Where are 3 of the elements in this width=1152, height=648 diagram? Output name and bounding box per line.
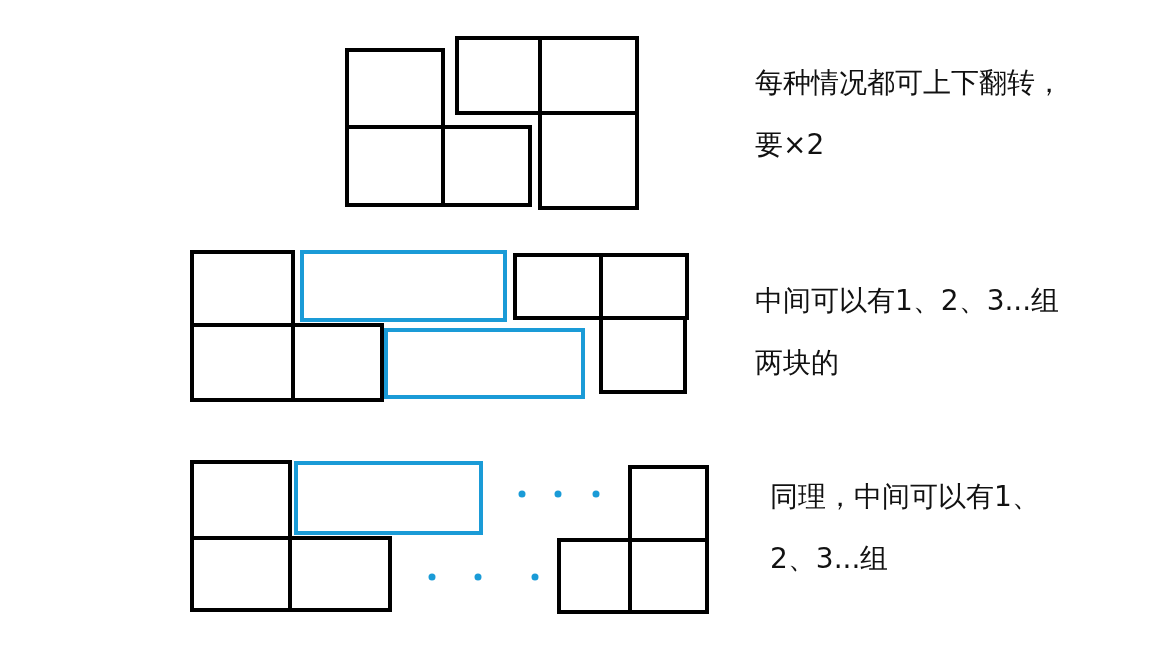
note-text: 中间可以有1、2、3...组两块的 xyxy=(755,283,1061,381)
note-text: 每种情况都可上下翻转，要×2 xyxy=(755,65,1064,163)
note-text: 同理，中间可以有1、2、3...组 xyxy=(770,479,1041,577)
